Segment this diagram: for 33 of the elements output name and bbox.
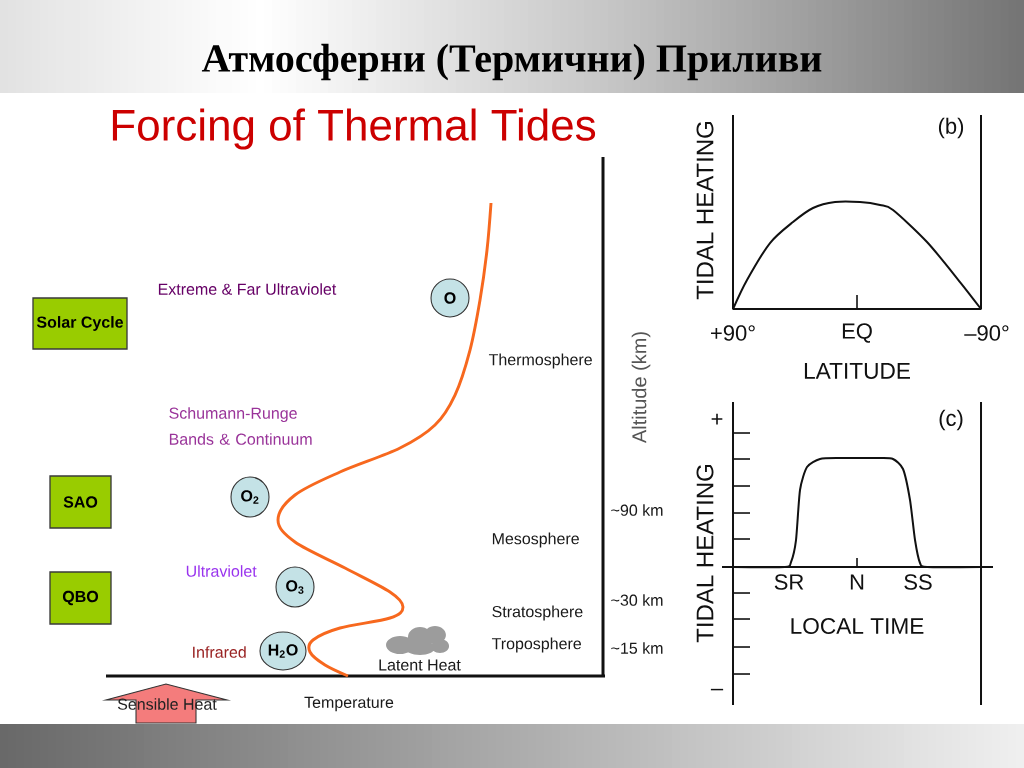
layer-label: Troposphere (491, 637, 581, 653)
layer-label: Thermosphere (488, 353, 592, 369)
slide-title: Атмосферни (Термични) Приливи (201, 43, 822, 81)
layer-label: Stratosphere (492, 605, 583, 621)
altitude-label: ~30 km (611, 594, 663, 606)
sign-label: + (711, 413, 723, 425)
axis-label: TIDAL HEATING (696, 122, 714, 300)
layer-label: Mesosphere (492, 532, 579, 548)
forcing-box: Solar Cycle (32, 297, 128, 350)
altitude-label: ~90 km (611, 504, 663, 516)
spectrum-label: Infrared (193, 646, 246, 658)
forcing-box: QBO (49, 571, 112, 625)
tick-label: +90° (711, 325, 755, 341)
spectrum-label: Ultraviolet (186, 565, 257, 577)
forcing-box: SAO (49, 475, 112, 529)
axis-label: TIDAL HEATING (696, 465, 714, 643)
tick-label: SS (904, 574, 932, 590)
axis-label: Altitude (km) (631, 332, 651, 444)
spectrum-label: Schumann-Runge Bands & Continuum (169, 407, 312, 445)
tick-label: –90° (964, 325, 1009, 341)
sign-label: – (710, 688, 724, 691)
chart-title: Forcing of Thermal Tides (112, 108, 596, 150)
tick-label: N (850, 574, 864, 590)
axis-label: Temperature (304, 696, 394, 712)
axis-label: LOCAL TIME (791, 618, 924, 635)
altitude-label: ~15 km (611, 642, 663, 654)
panel-label: (b) (938, 117, 964, 139)
heat-label: Latent Heat (379, 659, 461, 671)
tick-label: SR (774, 574, 804, 590)
panel-label: (c) (939, 409, 963, 431)
tick-label: EQ (842, 323, 872, 343)
axis-label: LATITUDE (804, 363, 910, 379)
spectrum-label: Extreme & Far Ultraviolet (158, 283, 337, 295)
